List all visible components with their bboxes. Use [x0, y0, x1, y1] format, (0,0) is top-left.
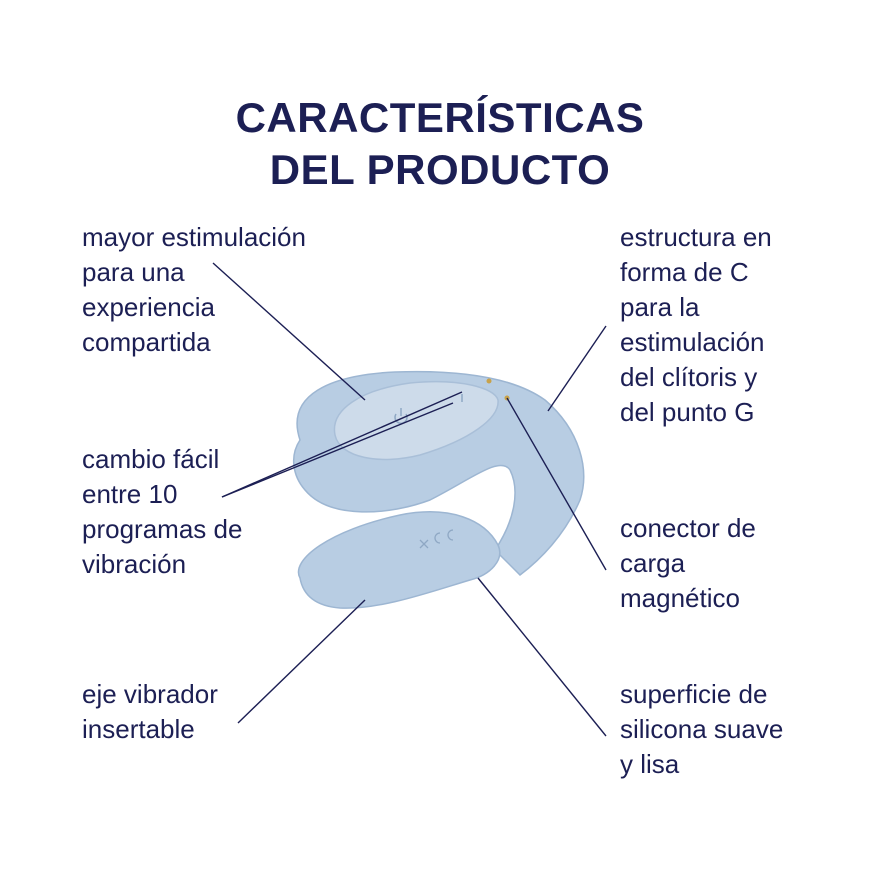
control-panel	[333, 380, 499, 461]
feature-line: estimulación	[620, 327, 765, 357]
leader-line-c-shape	[547, 325, 607, 412]
feature-surface: superficie de silicona suave y lisa	[620, 677, 783, 782]
feature-c-shape: estructura en forma de C para la estimul…	[620, 220, 772, 430]
feature-line: vibración	[82, 549, 187, 579]
title-line-2: DEL PRODUCTO	[269, 146, 611, 193]
feature-line: para una	[82, 257, 185, 287]
feature-line: carga	[620, 548, 686, 578]
title-line-1: CARACTERÍSTICAS	[235, 94, 645, 141]
feature-line: eje vibrador	[82, 679, 218, 709]
feature-stimulation: mayor estimulación para una experiencia …	[82, 220, 306, 360]
feature-line: del clítoris y	[620, 362, 758, 392]
feature-charger: conector de carga magnético	[620, 511, 756, 616]
feature-line: cambio fácil	[82, 444, 220, 474]
product-insertable-shaft	[297, 511, 501, 609]
feature-line: entre 10	[82, 479, 178, 509]
leader-line-charger	[506, 397, 607, 571]
leader-line-surface	[477, 577, 607, 737]
feature-line: superficie de	[620, 679, 768, 709]
feature-line: del punto G	[620, 397, 755, 427]
feature-shaft: eje vibrador insertable	[82, 677, 218, 747]
brand-logo-icon	[419, 529, 454, 549]
page-title: CARACTERÍSTICAS DEL PRODUCTO	[0, 92, 880, 196]
feature-line: programas de	[82, 514, 243, 544]
feature-line: y lisa	[620, 749, 680, 779]
leader-line-stimulation	[212, 262, 366, 401]
feature-line: compartida	[82, 327, 211, 357]
leader-line-programs	[221, 391, 463, 498]
leader-line-shaft	[237, 599, 366, 724]
leader-line-programs	[221, 402, 454, 498]
feature-line: magnético	[620, 583, 740, 613]
feature-line: estructura en	[620, 222, 772, 252]
feature-line: conector de	[620, 513, 756, 543]
feature-line: insertable	[82, 714, 195, 744]
feature-line: mayor estimulación	[82, 222, 306, 252]
feature-line: para la	[620, 292, 700, 322]
feature-line: forma de C	[620, 257, 749, 287]
feature-line: experiencia	[82, 292, 215, 322]
feature-line: silicona suave	[620, 714, 784, 744]
feature-programs: cambio fácil entre 10 programas de vibra…	[82, 442, 242, 582]
charging-contact-icon	[486, 378, 492, 384]
